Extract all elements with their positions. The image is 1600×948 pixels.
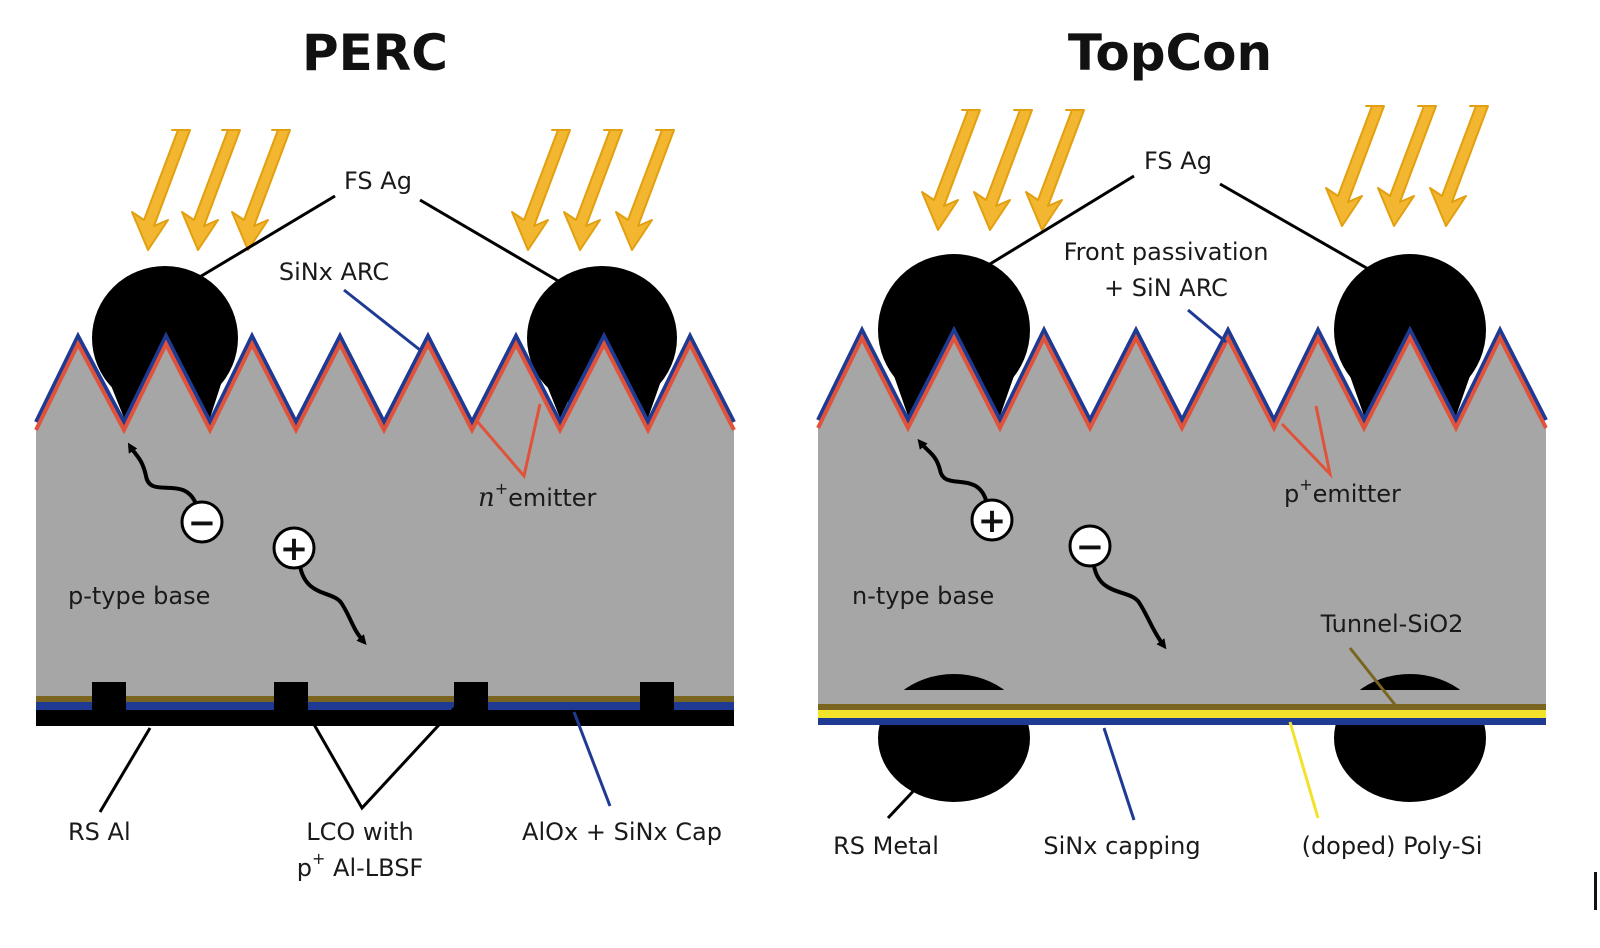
- perc-rs-leader: [98, 727, 152, 813]
- wavy-arrow-icon: [298, 565, 367, 646]
- carrier-circle-icon: [272, 526, 316, 570]
- carrier-circle-icon: [970, 498, 1014, 542]
- perc-panel: PERC: [34, 24, 736, 882]
- perc-arc-label: SiNx ARC: [279, 258, 389, 286]
- perc-emitter-leader: [474, 403, 542, 480]
- sunlight-arrow-icon: [921, 109, 981, 231]
- perc-cap-leader: [572, 711, 612, 807]
- topcon-rs-label: RS Metal: [833, 832, 939, 860]
- perc-fs-ag-leader: [419, 198, 561, 284]
- perc-title: PERC: [302, 24, 448, 82]
- topcon-passivation-label-line1: Front passivation: [1064, 238, 1269, 266]
- topcon-rs-leader: [886, 782, 922, 820]
- topcon-carrier-bottom-sign: −: [1076, 527, 1105, 567]
- sunlight-arrow-icon: [181, 129, 241, 251]
- topcon-emitter-line: [816, 333, 1548, 433]
- topcon-sunlight-right-group: [1325, 105, 1489, 227]
- perc-rear-passivation-layer: [36, 702, 734, 710]
- perc-sunlight-left-group: [131, 129, 291, 251]
- topcon-sunlight-left-group: [921, 109, 1085, 231]
- sunlight-arrow-icon: [231, 129, 291, 251]
- perc-sunlight-right-group: [511, 129, 675, 251]
- perc-base-label: p-type base: [68, 582, 210, 610]
- topcon-fs-ag-leader: [1219, 182, 1371, 272]
- sunlight-arrow-icon: [1377, 105, 1437, 227]
- perc-rear-oxide-layer: [36, 696, 734, 702]
- perc-rear-aluminum-layer: [36, 710, 734, 726]
- sunlight-arrow-icon: [131, 129, 191, 251]
- edge-marker: [1594, 872, 1597, 910]
- perc-lco-label-line1: LCO with: [306, 818, 414, 846]
- wavy-arrow-icon: [917, 438, 988, 501]
- topcon-passivation-leader: [1187, 308, 1227, 344]
- topcon-title: TopCon: [1068, 24, 1272, 82]
- perc-fs-ag-label: FS Ag: [344, 167, 412, 195]
- perc-fs-ag-leader: [197, 194, 336, 280]
- topcon-tunnel-label: Tunnel-SiO2: [1320, 610, 1464, 638]
- topcon-emitter-label: p+emitter: [1284, 475, 1401, 508]
- topcon-base-label: n-type base: [852, 582, 994, 610]
- topcon-fs-ag-leader: [989, 174, 1135, 266]
- sunlight-arrow-icon: [511, 129, 571, 251]
- perc-local-contact: [92, 682, 126, 722]
- perc-lco-leader: [298, 698, 464, 811]
- perc-lco-label-line2: p+ Al-LBSF: [297, 849, 423, 882]
- sunlight-arrow-icon: [1325, 105, 1385, 227]
- carrier-circle-icon: [180, 500, 224, 544]
- topcon-tunnel-oxide-layer: [818, 704, 1546, 710]
- perc-emitter-label: n+emitter: [478, 479, 597, 513]
- sunlight-arrow-icon: [615, 129, 675, 251]
- topcon-capping-label: SiNx capping: [1043, 832, 1200, 860]
- topcon-fs-ag-label: FS Ag: [1144, 147, 1212, 175]
- topcon-passivation-label-line2: + SiN ARC: [1104, 274, 1228, 302]
- perc-local-contact: [274, 682, 308, 722]
- perc-carrier-top-sign: −: [188, 503, 217, 543]
- topcon-tunnel-leader: [1348, 647, 1398, 707]
- topcon-emitter-leader: [1280, 405, 1333, 479]
- topcon-poly-leader: [1288, 721, 1320, 819]
- perc-arc-leader: [343, 288, 421, 352]
- sunlight-arrow-icon: [973, 109, 1033, 231]
- topcon-poly-label: (doped) Poly-Si: [1302, 832, 1483, 860]
- perc-emitter-line: [34, 339, 736, 435]
- topcon-carrier-top-sign: +: [978, 501, 1007, 541]
- wavy-arrow-icon: [127, 442, 198, 505]
- topcon-sinx-capping-layer: [818, 718, 1546, 725]
- topcon-poly-si-layer: [818, 710, 1546, 718]
- topcon-panel: TopCon: [816, 24, 1548, 860]
- perc-carrier-bottom-sign: +: [280, 529, 309, 569]
- wavy-arrow-icon: [1092, 565, 1167, 650]
- perc-local-contact: [640, 682, 674, 722]
- carrier-circle-icon: [1068, 524, 1112, 568]
- topcon-arc-line: [816, 325, 1548, 425]
- perc-cap-label: AlOx + SiNx Cap: [522, 818, 722, 846]
- sunlight-arrow-icon: [563, 129, 623, 251]
- sunlight-arrow-icon: [1429, 105, 1489, 227]
- perc-rs-label: RS Al: [68, 818, 131, 846]
- perc-arc-line: [34, 331, 736, 427]
- topcon-capping-leader: [1102, 727, 1136, 821]
